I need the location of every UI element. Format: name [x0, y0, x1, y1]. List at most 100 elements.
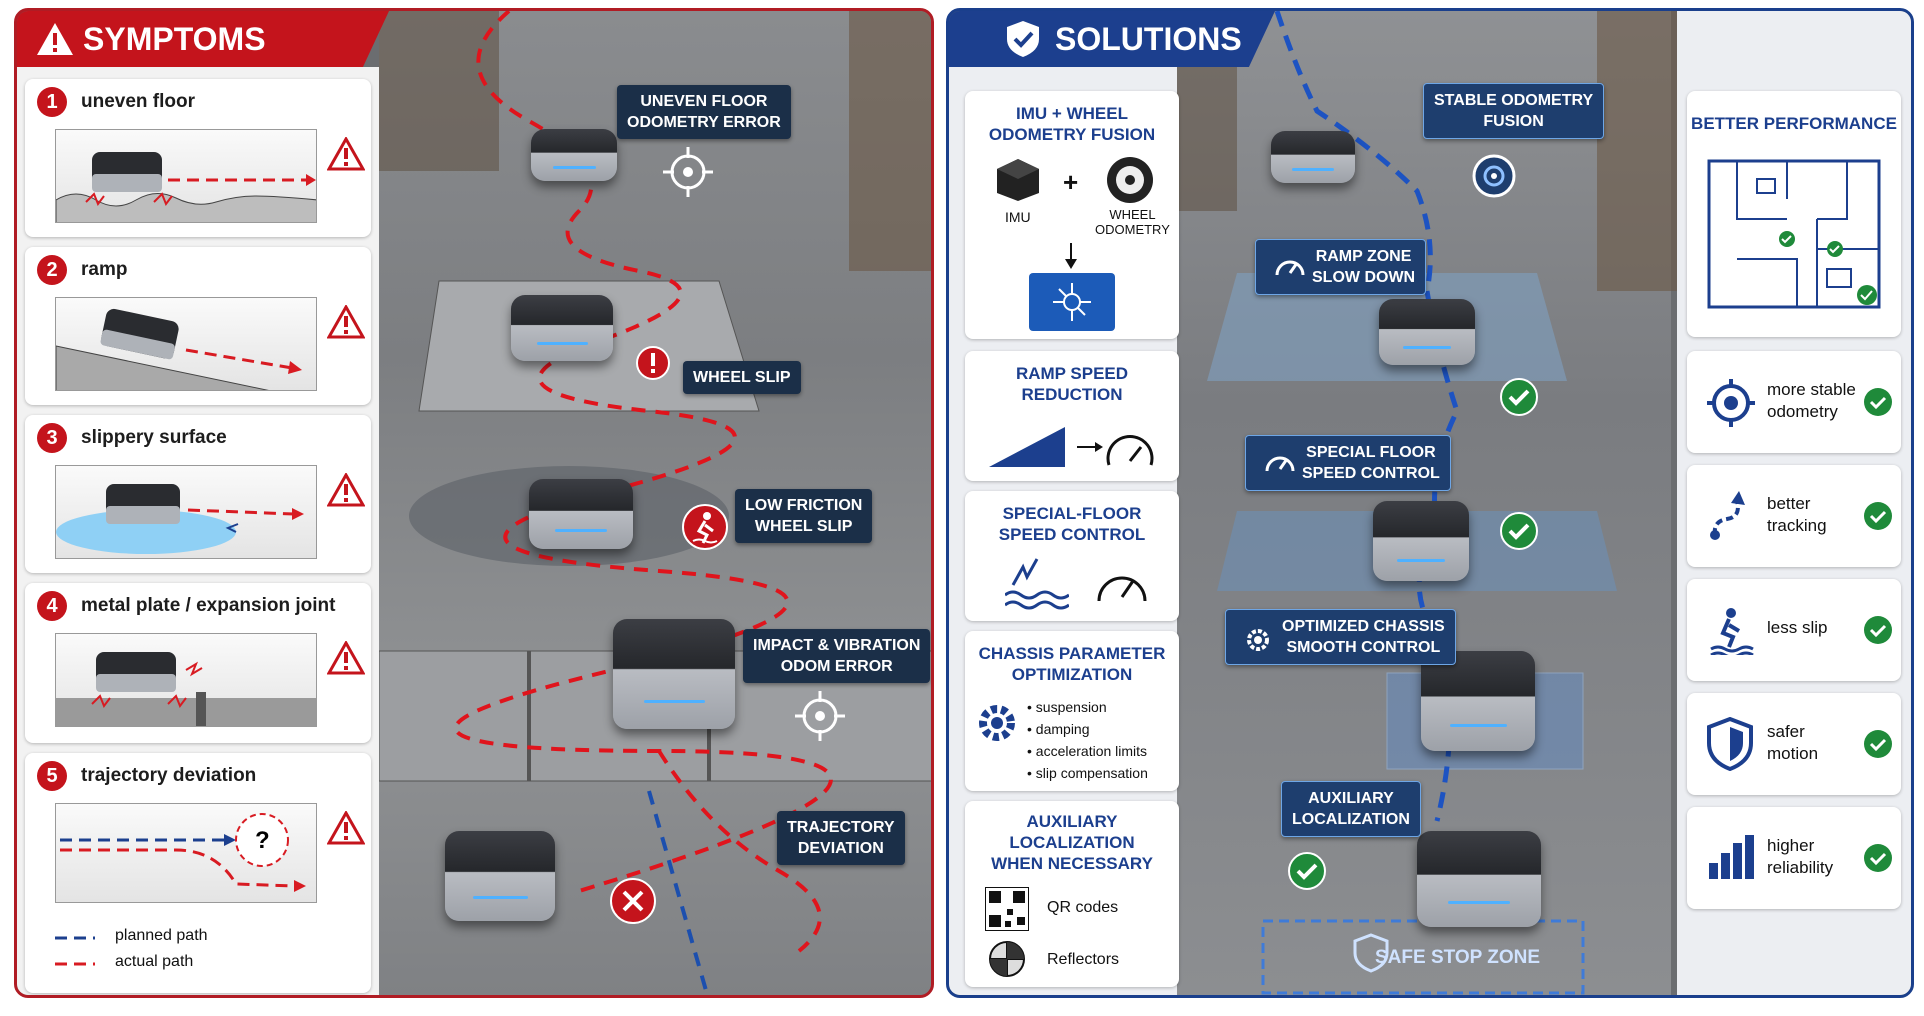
uneven-floor-illustration [55, 129, 317, 223]
performance-label: higher reliability [1767, 836, 1834, 877]
warning-icon [37, 23, 73, 55]
uneven-floor-graphic [56, 152, 316, 222]
metal-plate-graphic [56, 652, 316, 726]
wheel-icon [1107, 157, 1153, 203]
solution-title: IMU + WHEEL ODOMETRY FUSION [988, 104, 1156, 144]
alert-icon [636, 346, 670, 380]
bar-chart-icon [1709, 835, 1754, 879]
robot-auxiliary-localization [1417, 831, 1541, 927]
robot-optimized-chassis [1421, 651, 1535, 751]
performance-title: BETTER PERFORMANCE [1691, 114, 1897, 133]
tag-auxiliary-localization: AUXILIARY LOCALIZATION [1281, 781, 1421, 837]
bullet-text: damping [1035, 721, 1090, 737]
solutions-panel: SOLUTIONS STABLE ODOMETRY FUSION RAMP ZO… [946, 8, 1914, 998]
target-icon [1472, 154, 1516, 198]
performance-label: better tracking [1767, 494, 1827, 535]
tag-optimized-chassis: OPTIMIZED CHASSIS SMOOTH CONTROL [1225, 609, 1456, 665]
solution-card-special-floor: SPECIAL-FLOOR SPEED CONTROL [965, 491, 1179, 621]
tag-ramp-zone: RAMP ZONE SLOW DOWN [1255, 239, 1427, 295]
reflectors-label: Reflectors [1047, 951, 1120, 968]
symptoms-list: 1 uneven floor 2 ramp [17, 67, 379, 995]
warning-triangle-icon [327, 473, 365, 507]
performance-item-tracking: better tracking [1687, 465, 1901, 567]
tag-uneven-floor: UNEVEN FLOOR ODOMETRY ERROR [617, 85, 791, 139]
wheel-odometry-label: WHEEL ODOMETRY [1095, 207, 1170, 237]
check-icon [1864, 730, 1892, 758]
symptoms-title: SYMPTOMS [83, 20, 266, 57]
fusion-network-icon [1029, 273, 1115, 331]
legend-actual: actual path [115, 953, 194, 970]
symptoms-header: SYMPTOMS [17, 11, 389, 67]
symptom-label: metal plate / expansion joint [81, 595, 336, 616]
robot-deviating [445, 831, 555, 921]
qr-code-icon [985, 887, 1029, 931]
gauge-icon [1265, 456, 1295, 472]
water-surface-icon [1005, 558, 1069, 610]
tag-wheel-slip: WHEEL SLIP [683, 361, 801, 394]
check-icon [1288, 852, 1326, 890]
solution-card-imu-fusion: IMU + WHEEL ODOMETRY FUSION IMU + WHEEL … [965, 91, 1179, 339]
gauge-icon [1275, 260, 1305, 276]
symptoms-panel: SYMPTOMS 1 uneven floor 2 ramp [14, 8, 934, 998]
crosshair-icon [663, 147, 713, 197]
robot-on-ramp [511, 295, 613, 361]
metal-plate-illustration [55, 633, 317, 727]
step-number: 5 [37, 761, 67, 791]
solution-card-auxiliary: AUXILIARY LOCALIZATION WHEN NECESSARY QR… [965, 801, 1179, 987]
gauge-icon [1097, 576, 1147, 602]
shield-icon [1707, 717, 1753, 771]
bullet-item: • slip compensation [1027, 765, 1148, 781]
check-icon [1864, 616, 1892, 644]
step-number: 1 [37, 87, 67, 117]
check-icon [1500, 512, 1538, 550]
performance-map-card: BETTER PERFORMANCE [1687, 91, 1901, 337]
robot-metal-plate [613, 619, 735, 729]
robot-ramp-zone [1379, 299, 1475, 365]
check-icon [1864, 844, 1892, 872]
solutions-header: SOLUTIONS [949, 11, 1275, 67]
symptom-label: uneven floor [81, 91, 196, 112]
symptom-card-slippery-surface: 3 slippery surface [25, 415, 371, 573]
arrow-down-icon [1065, 243, 1077, 269]
imu-label: IMU [1005, 209, 1031, 225]
no-slip-icon [1710, 608, 1754, 655]
imu-cube-icon [997, 159, 1039, 201]
tag-low-friction: LOW FRICTION WHEEL SLIP [735, 489, 873, 543]
tag-trajectory-deviation: TRAJECTORY DEVIATION [777, 811, 905, 865]
svg-text:?: ? [255, 827, 270, 854]
gear-icon [979, 705, 1015, 741]
robot-special-floor [1373, 501, 1469, 581]
solution-card-chassis: CHASSIS PARAMETER OPTIMIZATION • suspens… [965, 631, 1179, 791]
error-x-icon [610, 878, 656, 924]
performance-item-slip: less slip [1687, 579, 1901, 681]
check-icon [1864, 388, 1892, 416]
robot-stable-odometry [1271, 131, 1355, 183]
solutions-warehouse-scene: STABLE ODOMETRY FUSION RAMP ZONE SLOW DO… [1177, 11, 1677, 995]
trajectory-illustration: ? [55, 803, 317, 903]
symptom-card-trajectory-deviation: 5 trajectory deviation ? planned path ac… [25, 753, 371, 993]
check-icon [1864, 502, 1892, 530]
step-number: 2 [37, 255, 67, 285]
tag-safe-stop-zone: SAFE STOP ZONE [1375, 947, 1541, 968]
symptom-label: slippery surface [81, 427, 227, 448]
performance-item-odometry: more stable odometry [1687, 351, 1901, 453]
bullet-text: acceleration limits [1035, 743, 1148, 759]
shield-icon [1353, 933, 1389, 973]
symptom-label: trajectory deviation [81, 765, 257, 786]
performance-label: safer motion [1767, 722, 1819, 763]
reflector-icon [989, 941, 1025, 977]
tag-special-floor: SPECIAL FLOOR SPEED CONTROL [1245, 435, 1451, 491]
bullet-text: suspension [1035, 699, 1107, 715]
trajectory-graphic: ? [60, 813, 306, 892]
warning-triangle-icon [327, 305, 365, 339]
warning-triangle-icon [327, 137, 365, 171]
floor-map-icon [1707, 159, 1881, 309]
bullet-item: • damping [1027, 721, 1090, 737]
slippery-illustration [55, 465, 317, 559]
planned-path-legend-line [55, 936, 95, 940]
plus-sign: + [1063, 167, 1079, 197]
ramp-graphic [56, 308, 302, 390]
slip-hazard-icon [682, 504, 728, 550]
symptom-card-uneven-floor: 1 uneven floor [25, 79, 371, 237]
ramp-speed-icon [989, 427, 1154, 467]
